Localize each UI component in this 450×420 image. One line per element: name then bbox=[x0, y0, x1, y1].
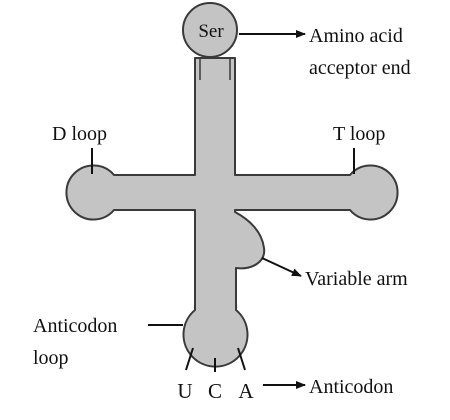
d-loop-label: D loop bbox=[52, 123, 107, 145]
anticodon-base-u: U bbox=[177, 379, 192, 403]
acceptor-label-line1: Amino acid bbox=[309, 25, 403, 47]
anticodon-ticks bbox=[185, 347, 246, 372]
base-tick-a bbox=[237, 347, 246, 371]
anticodon-label: Anticodon bbox=[309, 376, 393, 398]
amino-acid-label: Ser bbox=[198, 21, 224, 42]
anticodon-loop-label-line2: loop bbox=[33, 347, 69, 369]
anticodon-loop-label-line1: Anticodon bbox=[33, 315, 117, 337]
amino-acid-circle bbox=[182, 2, 238, 58]
base-tick-u bbox=[185, 347, 194, 371]
t-loop-label: T loop bbox=[333, 123, 385, 145]
anticodon-base-c: C bbox=[208, 379, 222, 403]
anticodon-base-a: A bbox=[238, 379, 254, 403]
trna-body-shape bbox=[65, 57, 399, 368]
trna-body bbox=[65, 57, 399, 368]
amino-acid-node: Ser bbox=[182, 2, 238, 58]
variable-arm-arrow bbox=[261, 257, 302, 277]
acceptor-label-line2: acceptor end bbox=[309, 57, 411, 79]
variable-arm-label: Variable arm bbox=[305, 268, 408, 290]
